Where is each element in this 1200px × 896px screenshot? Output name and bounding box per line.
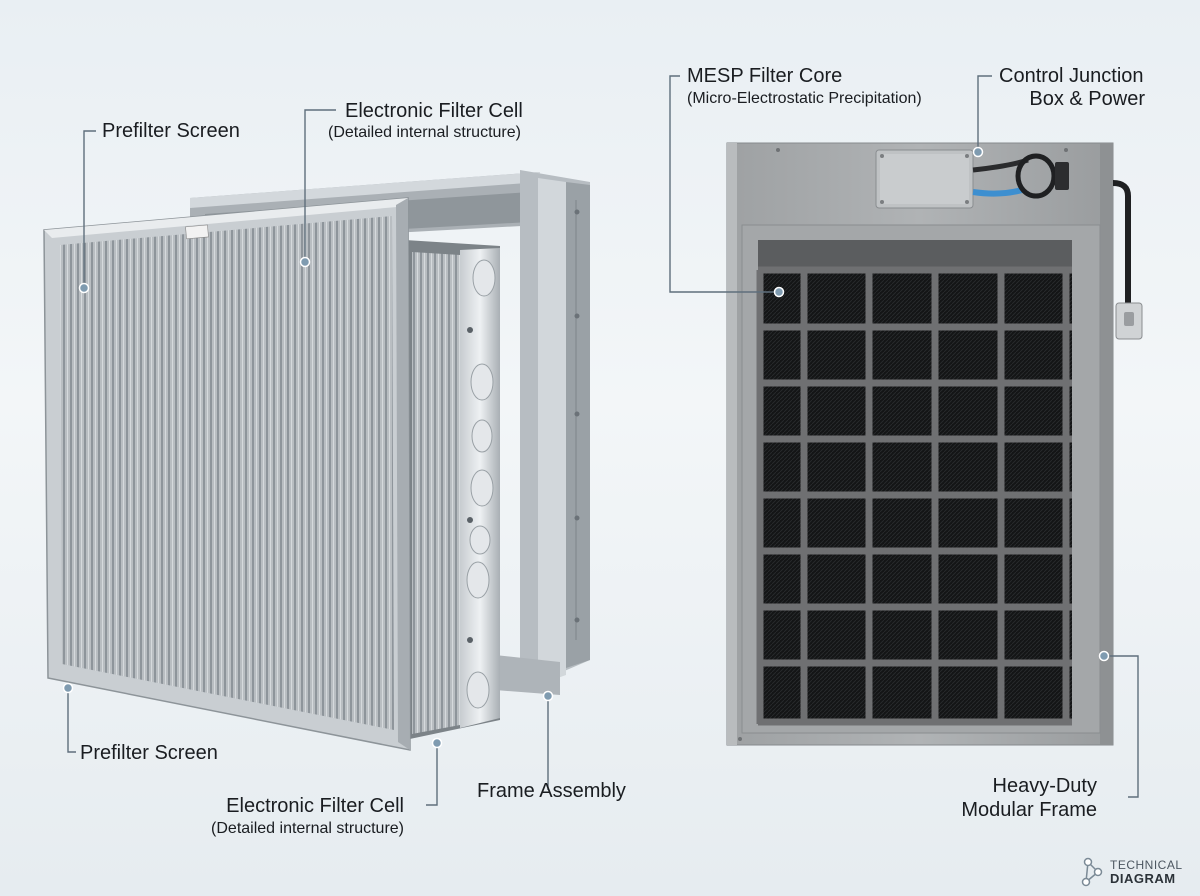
modular-frame-label-line2: Modular Frame [961,799,1097,821]
mesp-filter-core-label: MESP Filter Core [687,65,843,87]
prefilter-screen-label-bottom: Prefilter Screen [80,742,218,764]
leader-dots [62,146,1110,749]
prefilter-screen-label-top: Prefilter Screen [102,120,240,142]
network-nodes-icon [1081,857,1103,887]
electronic-filter-cell-sublabel-bottom: (Detailed internal structure) [211,820,404,837]
mesp-filter-core [756,240,1072,726]
control-junction-box [875,149,1143,340]
watermark: TECHNICAL DIAGRAM [1110,858,1183,886]
electronic-filter-cell [405,240,500,740]
watermark-line2: DIAGRAM [1110,871,1176,886]
electronic-filter-cell-sublabel-top: (Detailed internal structure) [328,124,521,141]
electronic-filter-cell-label-bottom: Electronic Filter Cell [226,795,404,817]
control-junction-label-line2: Box & Power [1029,88,1145,110]
control-junction-label-line1: Control Junction [999,65,1144,87]
prefilter-screen [43,197,411,751]
watermark-line1: TECHNICAL [1110,858,1183,872]
mesp-filter-core-sublabel: (Micro-Electrostatic Precipitation) [687,90,922,107]
frame-assembly-label: Frame Assembly [477,780,626,802]
leader-lines [67,75,1139,806]
modular-frame-label-line1: Heavy-Duty [992,775,1097,797]
electronic-filter-cell-label-top: Electronic Filter Cell [345,100,523,122]
